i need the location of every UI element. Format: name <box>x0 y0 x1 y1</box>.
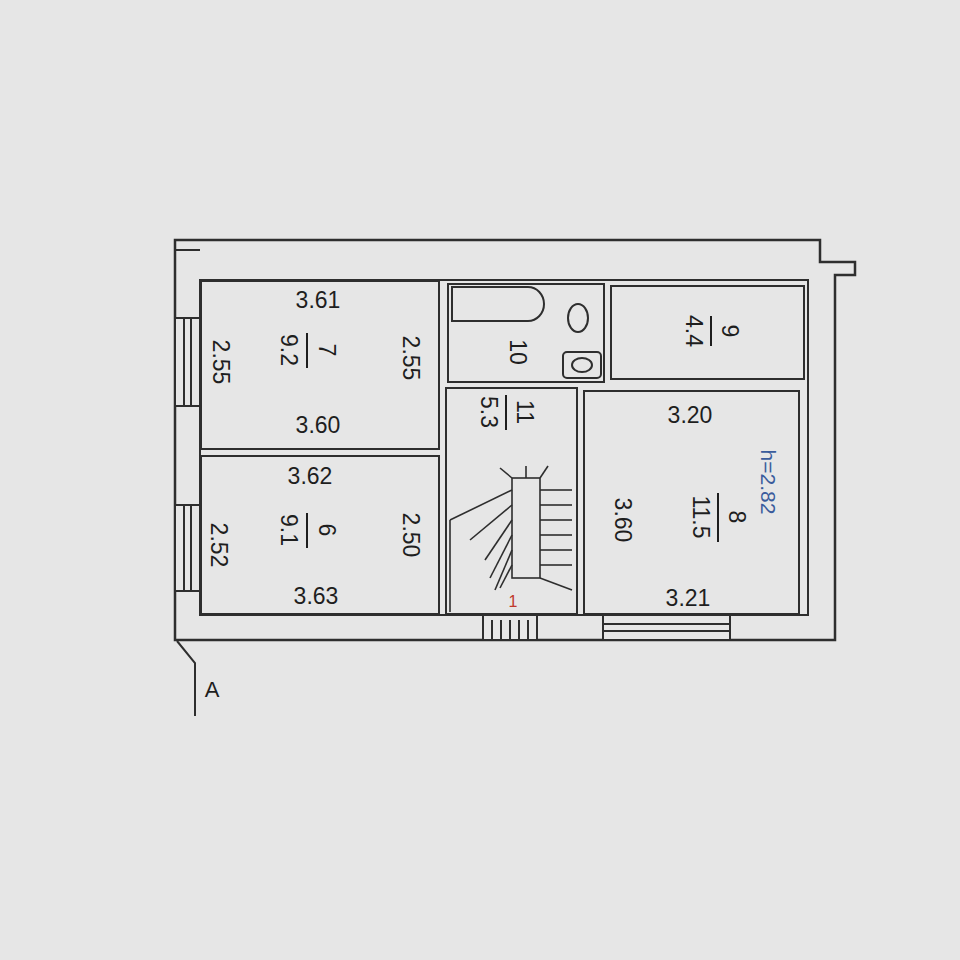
room-label-vertical: 10 <box>506 339 529 365</box>
room-label-vertical: 4.4 <box>682 315 705 347</box>
room-label-vertical: h=2.82 <box>758 450 779 515</box>
section-line <box>177 641 195 716</box>
toilet <box>563 304 601 378</box>
room-label: 3.21 <box>666 587 711 610</box>
fraction-line <box>307 316 718 548</box>
room-label-vertical: 11 <box>513 400 536 424</box>
room-label-vertical: 7 <box>315 344 338 357</box>
room-label: 3.61 <box>296 289 341 312</box>
window <box>603 615 730 640</box>
room-label-vertical: 8 <box>725 511 748 524</box>
room-label: 3.20 <box>668 404 713 427</box>
stair-number: 1 <box>507 593 520 611</box>
room-box: 94.4 <box>610 285 805 380</box>
room-box: 10 <box>447 283 605 383</box>
room-box: 3.62 2.52 6 9.1 2.50 3.63 <box>200 455 440 615</box>
room-label-vertical: 2.52 <box>207 523 230 568</box>
room-label-vertical: 6 <box>315 524 338 537</box>
room-label: 3.60 <box>296 414 341 437</box>
room-label: 3.63 <box>294 585 339 608</box>
room-label-vertical: 9.2 <box>277 334 300 366</box>
outer-wall <box>175 240 855 640</box>
room-label-vertical: 11.5 <box>689 495 712 538</box>
inner-wall <box>200 280 808 615</box>
room-label-vertical: 5.3 <box>477 396 500 428</box>
section-letter: A <box>203 678 222 702</box>
room-label-vertical: 3.60 <box>611 498 634 543</box>
entrance <box>483 615 537 640</box>
room-label-vertical: 2.55 <box>399 336 422 381</box>
room-box: 3.20 8 11.5 3.60 3.21 h=2.82 <box>583 390 800 615</box>
room-label-vertical: 9 <box>718 325 741 338</box>
room-box: 115.3 <box>445 387 578 615</box>
room-label: 3.62 <box>288 465 333 488</box>
wall-notch <box>175 249 200 251</box>
window <box>175 318 200 591</box>
room-label-vertical: 9.1 <box>277 514 300 546</box>
room-box: 3.61 2.55 7 9.2 2.55 3.60 <box>200 280 440 450</box>
bathtub <box>452 287 544 321</box>
room-label-vertical: 2.50 <box>399 513 422 558</box>
stairs <box>450 466 572 612</box>
room-label-vertical: 2.55 <box>209 340 232 385</box>
